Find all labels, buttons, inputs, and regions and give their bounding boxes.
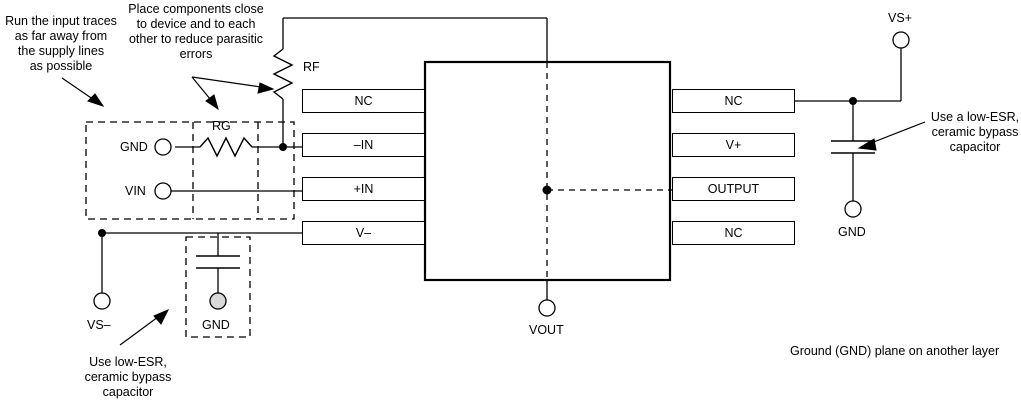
gnd-input-terminal-circle [154, 138, 172, 156]
vs-plus-terminal-circle [892, 31, 910, 49]
vs-plus-terminal-label: VS+ [888, 11, 912, 25]
pin-label: OUTPUT [707, 182, 760, 196]
rg-zigzag [199, 136, 253, 158]
input-network-dashed-region [85, 121, 295, 220]
pin-label: NC [724, 94, 743, 108]
vin-terminal-label: VIN [125, 184, 146, 198]
arrowhead-left-bypass [153, 309, 170, 325]
pin-left-v-minus: V– [302, 221, 425, 245]
arrowhead-place-components-right [257, 82, 275, 94]
pin-right-nc-top: NC [672, 89, 795, 113]
pin-label: NC [724, 226, 743, 240]
pin-right-nc-bottom: NC [672, 221, 795, 245]
pin-right-output: OUTPUT [672, 177, 795, 201]
vout-terminal-circle [538, 299, 556, 317]
pin-label: NC [354, 94, 373, 108]
vs-minus-terminal-label: VS– [87, 318, 111, 332]
note-ground-plane: Ground (GND) plane on another layer [790, 344, 1000, 358]
arrowhead-input-traces [87, 93, 105, 107]
rf-label: RF [303, 60, 320, 74]
arrow-place-components-right [191, 76, 269, 89]
gnd-right-cap-terminal-label: GND [838, 225, 866, 239]
pin-label: +IN [353, 182, 374, 196]
gnd-input-terminal-label: GND [120, 140, 148, 154]
pin-left-inverting-input: –IN [302, 133, 425, 157]
vs-minus-terminal-circle [93, 292, 111, 310]
arrow-left-bypass [119, 313, 163, 346]
pin-label: V+ [725, 138, 742, 152]
gnd-left-cap-terminal-label: GND [202, 318, 230, 332]
ic-center-junction-dot [542, 185, 552, 195]
vout-terminal-label: VOUT [529, 323, 564, 337]
arrowhead-place-components-down [205, 94, 219, 111]
note-right-bypass: Use a low-ESR, ceramic bypass capacitor [930, 110, 1020, 154]
gnd-right-cap-terminal-circle [844, 200, 862, 218]
note-place-components: Place components close to device and to … [128, 2, 264, 61]
pin-label: V– [355, 226, 372, 240]
note-input-traces: Run the input traces as far away from th… [5, 14, 117, 73]
inverting-input-junction-dot [279, 143, 287, 151]
note-left-bypass: Use low-ESR, ceramic bypass capacitor [84, 355, 172, 399]
gnd-left-cap-terminal-circle [209, 292, 227, 310]
pin-label: –IN [353, 138, 374, 152]
left-bypass-dashed-region [185, 236, 251, 338]
pin-right-v-plus: V+ [672, 133, 795, 157]
rf-zigzag [272, 48, 294, 100]
pin-left-nc-top: NC [302, 89, 425, 113]
pin-left-noninverting-input: +IN [302, 177, 425, 201]
ic-body [423, 60, 672, 282]
vin-terminal-circle [154, 182, 172, 200]
arrow-right-bypass [865, 121, 926, 146]
rg-label: RG [212, 119, 231, 133]
